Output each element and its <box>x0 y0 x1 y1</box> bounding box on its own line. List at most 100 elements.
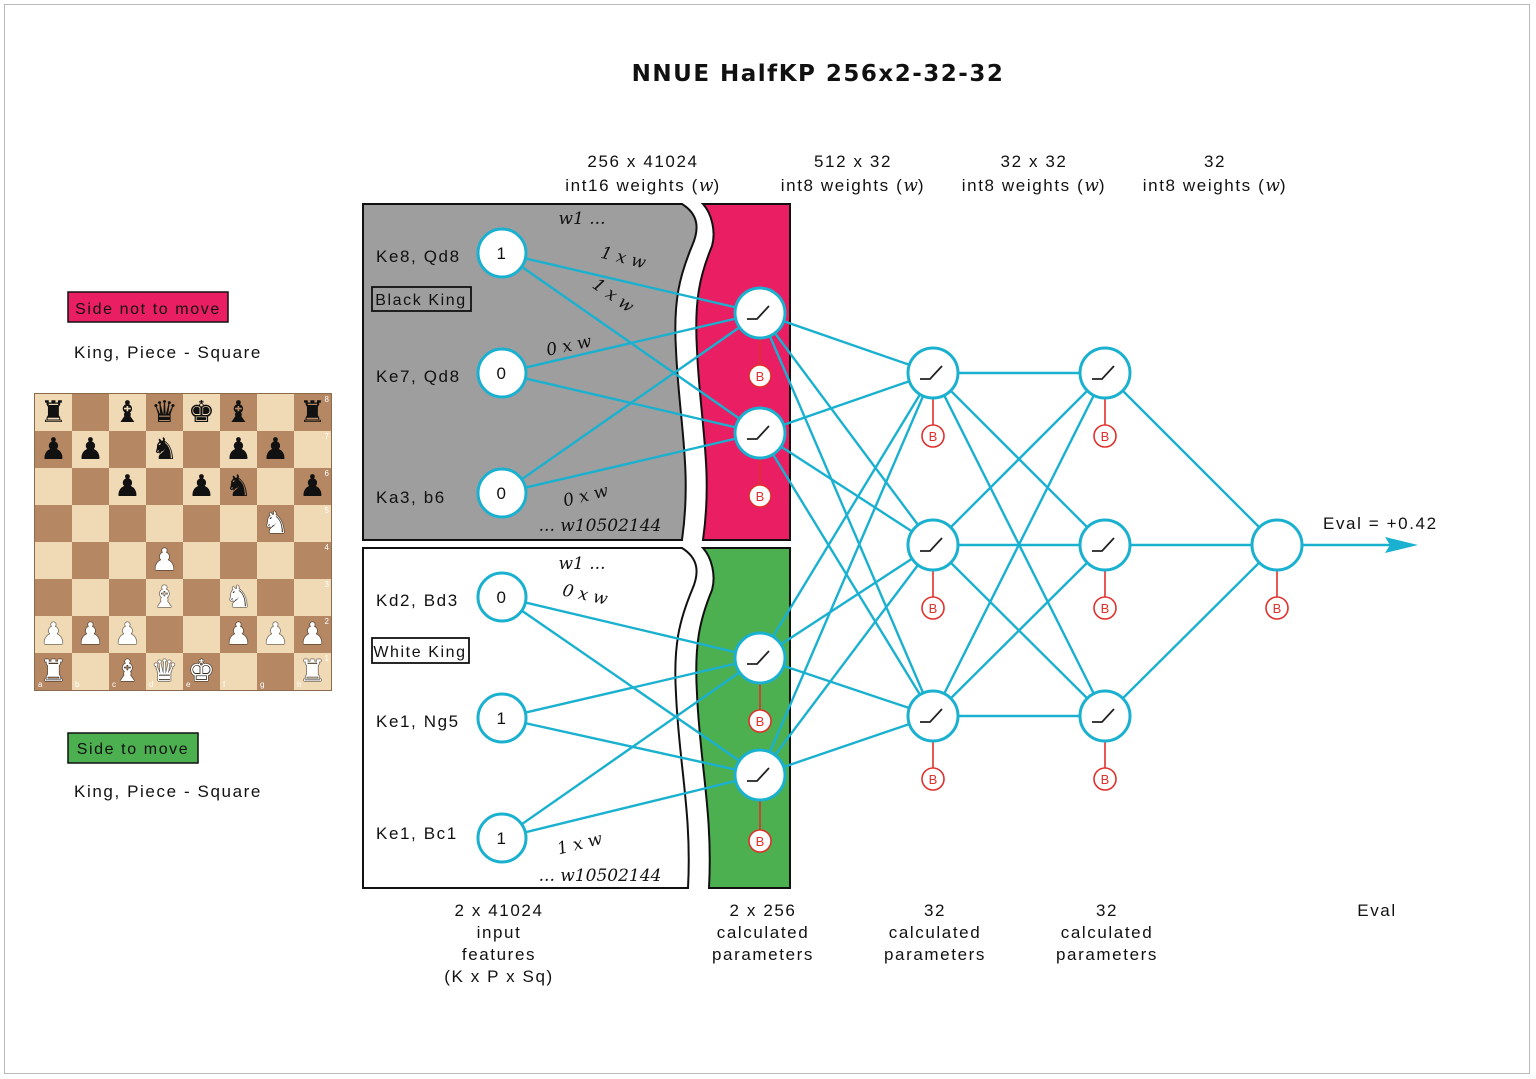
neuron-node <box>1078 689 1132 743</box>
black-bishop-icon: ♝ <box>114 394 141 430</box>
input-node-value: 1 <box>496 244 507 263</box>
board-square-g4 <box>257 542 294 579</box>
bias-label: B <box>929 772 938 787</box>
neuron-node <box>906 346 960 400</box>
board-square-h3: 3 <box>294 579 331 616</box>
white-king-icon: ♚ <box>188 653 215 689</box>
board-square-c7 <box>109 431 146 468</box>
diagram-frame <box>4 4 1530 1074</box>
bias-label: B <box>1101 601 1110 616</box>
board-square-f7: ♟ <box>220 431 257 468</box>
bias-node <box>921 596 945 620</box>
input-node-value: 1 <box>496 709 507 728</box>
white-pawn-icon: ♟ <box>77 616 104 652</box>
diagram-title: NNUE HalfKP 256x2-32-32 <box>632 61 1005 87</box>
black-panel-w-last: ... w10502144 <box>539 516 662 536</box>
board-square-a1: ♜a <box>35 653 72 690</box>
side-not-to-move-badge <box>67 291 229 323</box>
feature-name: Ke1, Bc1 <box>376 824 458 843</box>
board-square-a2: ♟ <box>35 616 72 653</box>
layer-caption: features <box>462 945 536 964</box>
board-square-f4 <box>220 542 257 579</box>
black-pawn-icon: ♟ <box>262 431 289 467</box>
weight-header-2-size: 512 x 32 <box>814 152 892 171</box>
white-rook-icon: ♜ <box>299 653 326 689</box>
layer-caption: calculated <box>717 923 810 942</box>
board-square-h6: ♟6 <box>294 468 331 505</box>
bias-label: B <box>1273 601 1282 616</box>
board-square-e7 <box>183 431 220 468</box>
board-square-f3: ♞ <box>220 579 257 616</box>
board-square-h7: 7 <box>294 431 331 468</box>
white-features-panel <box>362 547 698 889</box>
board-square-h2: ♟2 <box>294 616 331 653</box>
layer-caption: 2 x 256 <box>730 901 797 920</box>
board-square-h4: 4 <box>294 542 331 579</box>
rank-coordinate: 3 <box>324 580 329 589</box>
weight-header-1-size: 256 x 41024 <box>587 152 698 171</box>
rank-coordinate: 2 <box>324 617 329 626</box>
board-square-e8: ♚ <box>183 394 220 431</box>
bias-label: B <box>756 489 765 504</box>
board-square-g3 <box>257 579 294 616</box>
bias-label: B <box>756 834 765 849</box>
board-square-a5 <box>35 505 72 542</box>
board-square-d1: ♛d <box>146 653 183 690</box>
board-square-g6 <box>257 468 294 505</box>
input-node-value: 1 <box>496 829 507 848</box>
input-node <box>476 812 528 864</box>
board-square-d6 <box>146 468 183 505</box>
relu-activation-icon <box>920 365 943 380</box>
board-square-e3 <box>183 579 220 616</box>
bias-node <box>1093 424 1117 448</box>
board-square-c1: ♝c <box>109 653 146 690</box>
white-pawn-icon: ♟ <box>262 616 289 652</box>
input-node-value: 0 <box>496 364 507 383</box>
board-square-h5: 5 <box>294 505 331 542</box>
board-square-b5 <box>72 505 109 542</box>
white-panel-w-last: ... w10502144 <box>539 866 662 886</box>
neuron-node <box>733 286 787 340</box>
board-square-c5 <box>109 505 146 542</box>
board-square-b3 <box>72 579 109 616</box>
side-not-to-move-label: Side not to move <box>75 301 221 318</box>
bias-label: B <box>756 369 765 384</box>
board-square-a6 <box>35 468 72 505</box>
black-knight-icon: ♞ <box>151 431 178 467</box>
bias-node <box>1093 596 1117 620</box>
black-king-box <box>371 286 472 312</box>
file-coordinate: h <box>297 680 302 689</box>
board-square-e6: ♟ <box>183 468 220 505</box>
side-to-move-label: Side to move <box>77 741 190 758</box>
bias-node <box>921 424 945 448</box>
board-square-g7: ♟ <box>257 431 294 468</box>
board-square-f8: ♝ <box>220 394 257 431</box>
board-square-c8: ♝ <box>109 394 146 431</box>
black-king-icon: ♚ <box>188 394 215 430</box>
board-square-e1: ♚e <box>183 653 220 690</box>
white-pawn-icon: ♟ <box>151 542 178 578</box>
input-node <box>476 692 528 744</box>
bias-node <box>1265 596 1289 620</box>
input-nodes: 1 0 0 0 1 1 <box>476 227 528 864</box>
white-knight-icon: ♞ <box>262 505 289 541</box>
black-pawn-icon: ♟ <box>299 468 326 504</box>
bias-label: B <box>1101 772 1110 787</box>
black-rook-icon: ♜ <box>40 394 67 430</box>
white-bishop-icon: ♝ <box>151 579 178 615</box>
bias-label: B <box>929 429 938 444</box>
black-panel-w-first: w1 ... <box>559 209 606 229</box>
input-node <box>476 227 528 279</box>
black-pawn-icon: ♟ <box>77 431 104 467</box>
board-square-d4: ♟ <box>146 542 183 579</box>
output-arrow-icon <box>1385 537 1418 553</box>
layer-caption: parameters <box>712 945 814 964</box>
bias-node <box>748 364 772 388</box>
white-king-box <box>371 637 470 664</box>
board-square-g5: ♞ <box>257 505 294 542</box>
black-pawn-icon: ♟ <box>225 431 252 467</box>
black-knight-icon: ♞ <box>225 468 252 504</box>
bias-label: B <box>929 601 938 616</box>
layer-caption: parameters <box>884 945 986 964</box>
black-pawn-icon: ♟ <box>188 468 215 504</box>
